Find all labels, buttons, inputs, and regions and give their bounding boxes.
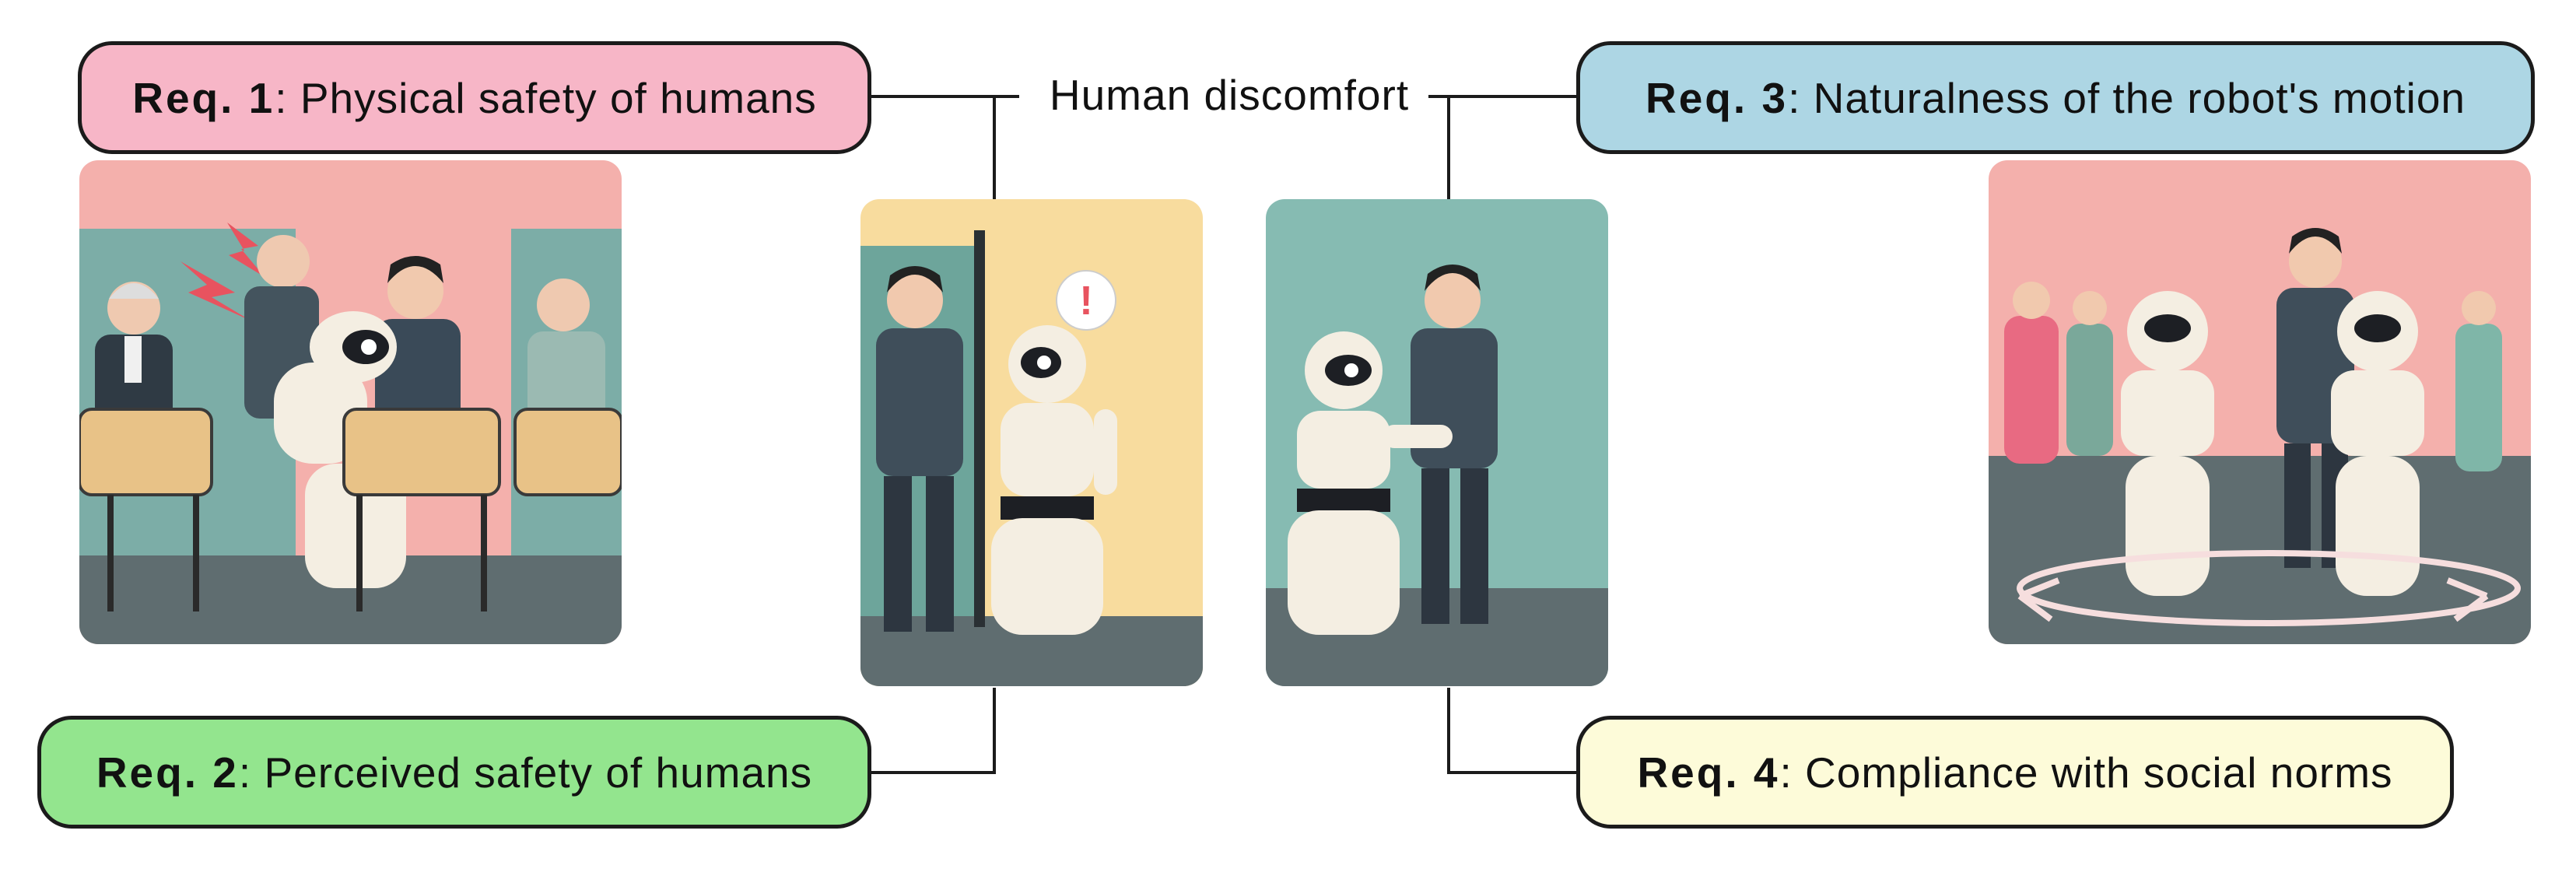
chairs [79,408,622,496]
center-label: Human discomfort [1049,71,1410,119]
restaurant-collision-scene [79,160,622,644]
robot-behind-door-surprise-scene: ! [860,199,1203,686]
robot-left-figure [2121,291,2214,596]
alert-bubble-icon: ! [1056,270,1116,331]
req4-text: : Compliance with social norms [1779,748,2393,797]
robots-circling-crowd-scene [1989,160,2531,644]
connector-req4 [1447,688,1576,774]
robot-right-figure [2331,291,2424,596]
req1-tag: Req. 1 [132,73,275,122]
req4-tag: Req. 4 [1637,748,1780,797]
req2-text: : Perceived safety of humans [238,748,813,797]
req1-box: Req. 1 : Physical safety of humans [78,41,871,154]
background-people [2004,282,2502,471]
connector-req2 [871,688,996,774]
req1-text: : Physical safety of humans [275,73,817,122]
req3-tag: Req. 3 [1645,73,1789,122]
man-figure [876,266,963,632]
robot-touching-person-scene [1266,199,1608,686]
robot-figure [991,325,1117,635]
req4-box: Req. 4 : Compliance with social norms [1576,716,2454,829]
circular-path-arrows [2017,550,2521,626]
req2-box: Req. 2 : Perceived safety of humans [37,716,871,829]
robot-figure [1288,331,1453,635]
svg-text:!: ! [1079,279,1092,324]
req3-box: Req. 3 : Naturalness of the robot's moti… [1576,41,2535,154]
req3-text: : Naturalness of the robot's motion [1788,73,2466,122]
req2-tag: Req. 2 [96,748,239,797]
